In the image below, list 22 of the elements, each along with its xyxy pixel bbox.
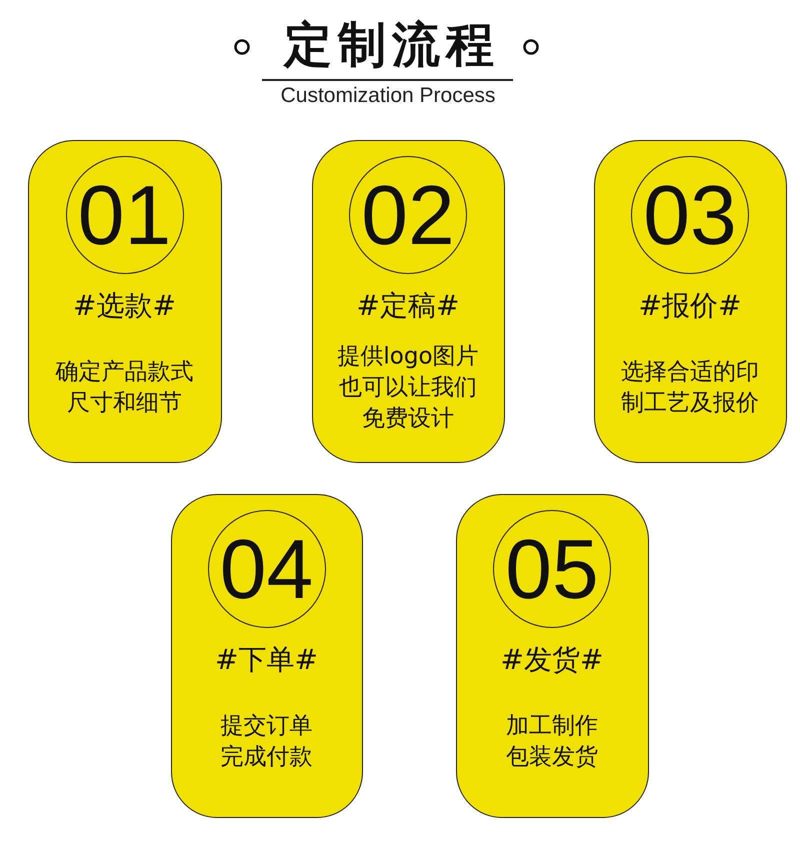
step-card <box>171 494 363 818</box>
step-title: #报价# <box>638 288 742 324</box>
step-description: 加工制作包装发货 <box>505 712 599 772</box>
step-card <box>28 140 222 463</box>
step-description: 提供logo图片也可以让我们免费设计 <box>336 342 480 434</box>
step-description: 确定产品款式尺寸和细节 <box>54 358 194 418</box>
step-description: 提交订单完成付款 <box>220 712 314 772</box>
step-title: #发货# <box>500 642 604 678</box>
step-number: 02 <box>349 156 467 274</box>
step-title: #选款# <box>73 288 176 324</box>
page-subtitle: Customization Process <box>280 83 496 109</box>
page-title: 定制流程 <box>282 16 500 74</box>
step-card <box>456 494 649 818</box>
step-number: 05 <box>493 510 611 628</box>
step-description: 选择合适的印制工艺及报价 <box>620 358 760 418</box>
step-number: 01 <box>66 156 184 274</box>
step-number: 04 <box>208 510 326 628</box>
step-title: #定稿# <box>356 288 460 324</box>
step-card <box>594 140 787 463</box>
step-title: #下单# <box>215 642 318 678</box>
step-number: 03 <box>631 156 749 274</box>
step-card <box>312 140 505 463</box>
